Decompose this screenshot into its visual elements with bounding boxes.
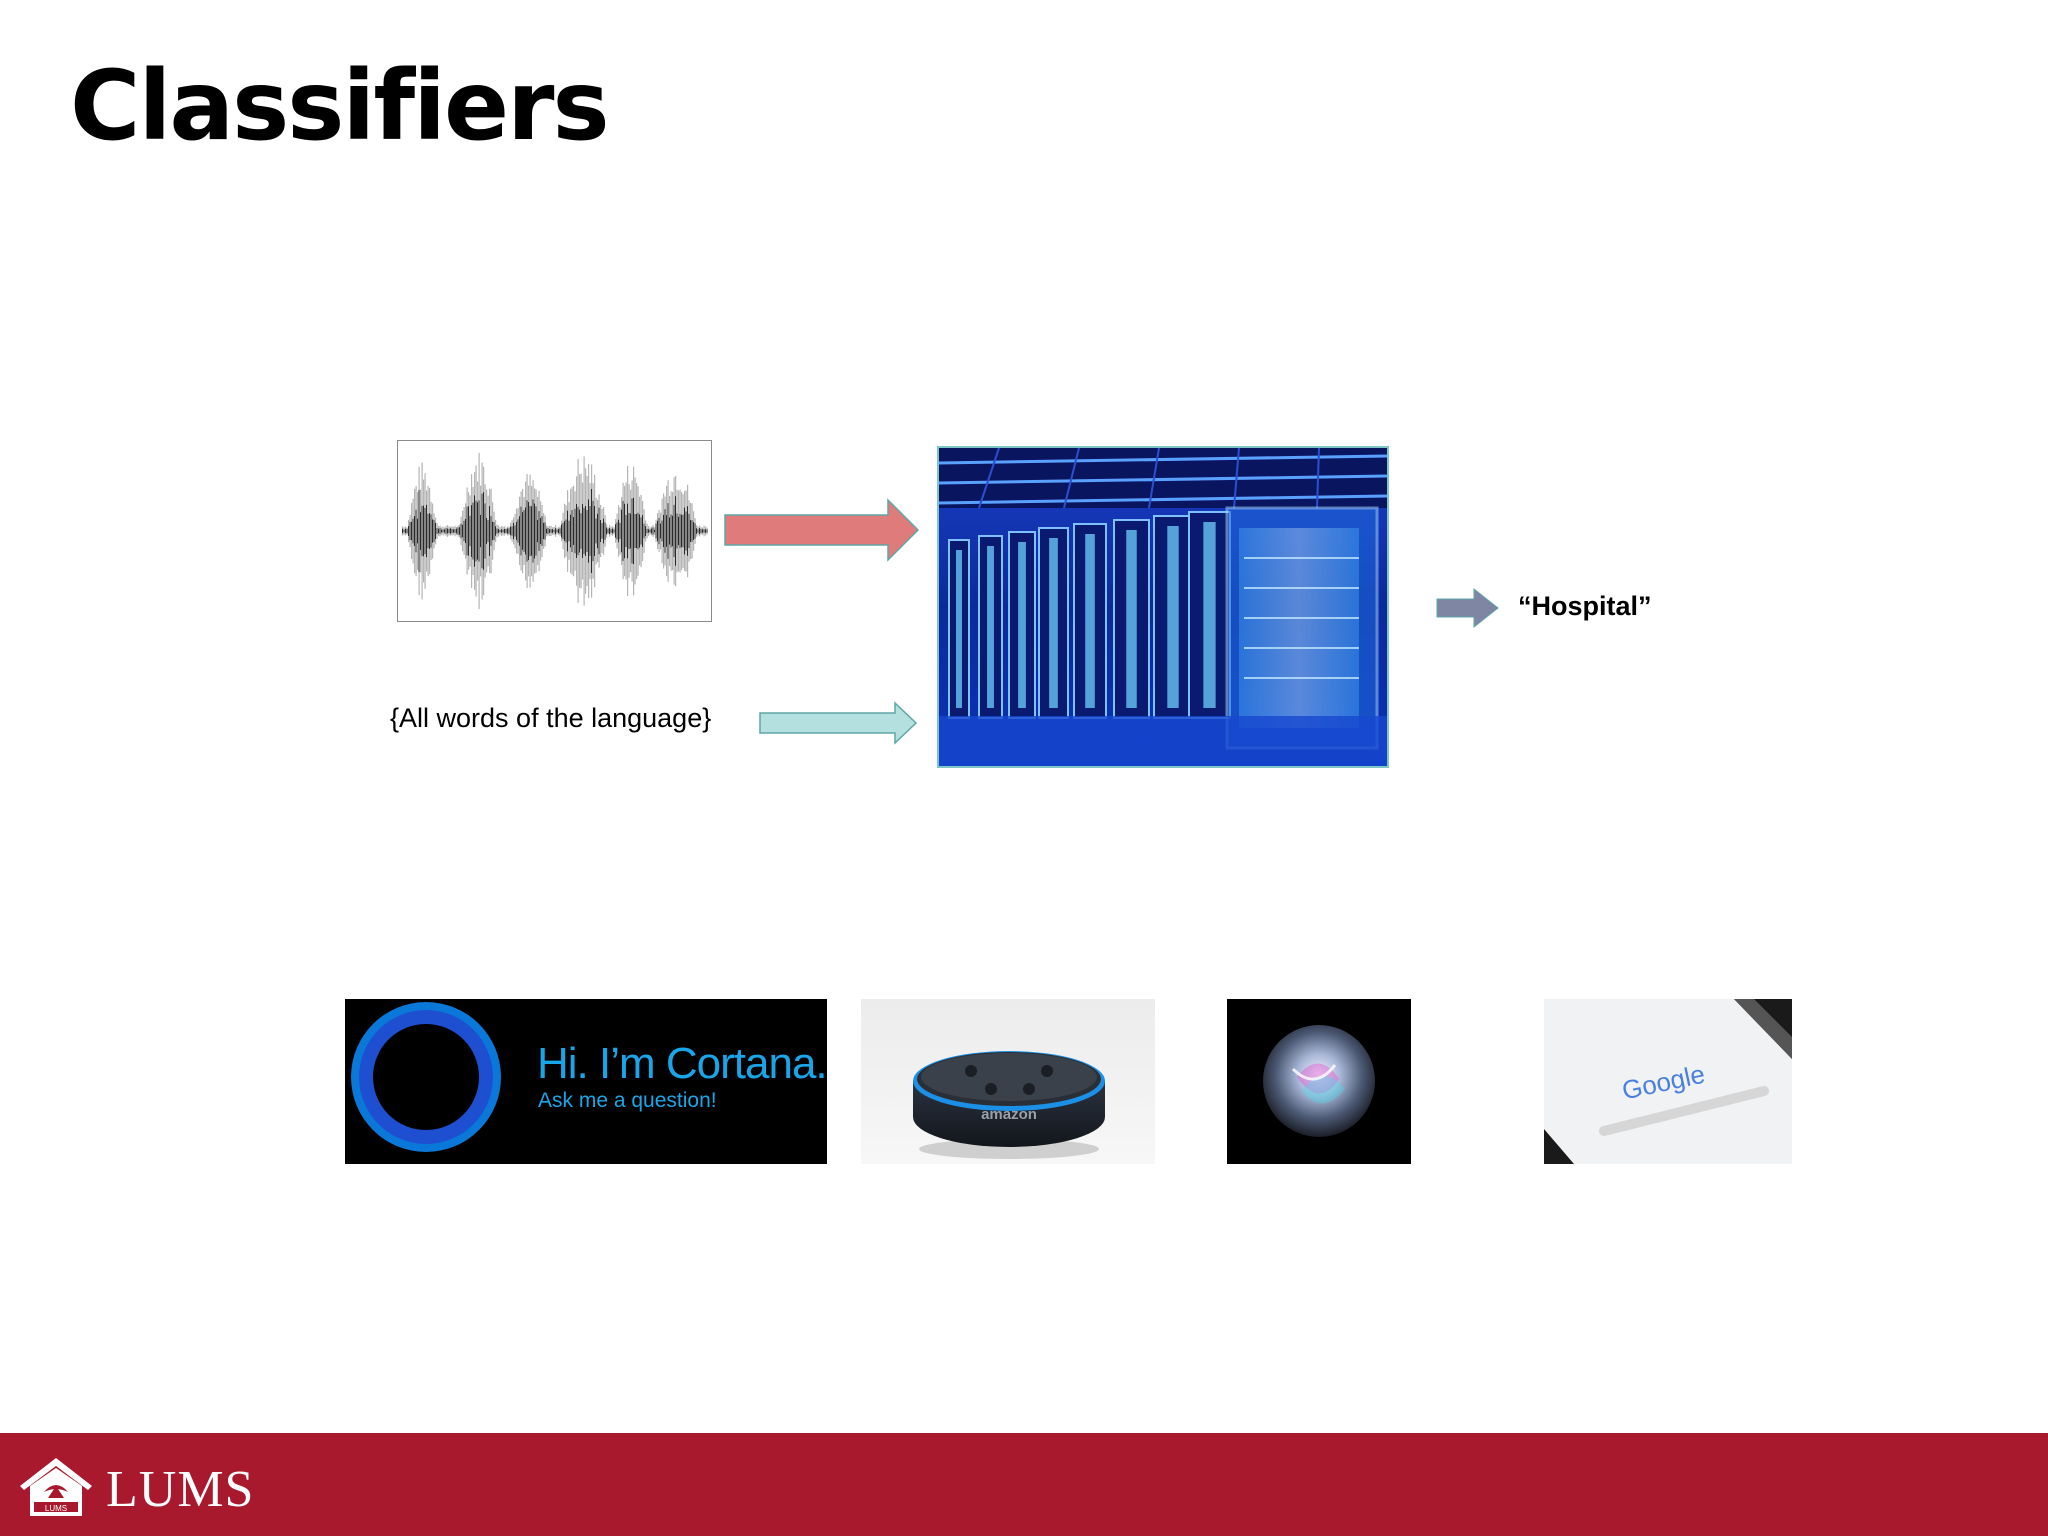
audio-waveform-image: [397, 440, 712, 622]
audio-input-arrow: [724, 498, 920, 562]
amazon-echo-dot-image: amazon: [861, 999, 1155, 1164]
google-phone-image: Google: [1544, 999, 1792, 1164]
cortana-ring-icon: [351, 1002, 501, 1152]
cortana-subline: Ask me a question!: [538, 1089, 717, 1112]
amazon-brand-text: amazon: [981, 1106, 1037, 1123]
cortana-headline: Hi. I’m Cortana.: [537, 1039, 827, 1088]
recognized-word-output: “Hospital”: [1518, 591, 1652, 621]
footer-bar: [0, 1433, 2048, 1536]
lums-emblem-text: LUMS: [45, 1504, 67, 1513]
slide-title: Classifiers: [70, 50, 610, 162]
lums-logo-text: LUMS: [106, 1461, 255, 1518]
vocabulary-set-label: {All words of the language}: [390, 703, 712, 733]
output-arrow: [1436, 587, 1499, 629]
cortana-image: Hi. I’m Cortana. Ask me a question!: [345, 999, 827, 1164]
server-room-image: [937, 446, 1389, 768]
lums-emblem-icon: LUMS: [20, 1458, 92, 1516]
vocabulary-input-arrow: [759, 701, 918, 745]
siri-orb-image: [1227, 999, 1411, 1164]
